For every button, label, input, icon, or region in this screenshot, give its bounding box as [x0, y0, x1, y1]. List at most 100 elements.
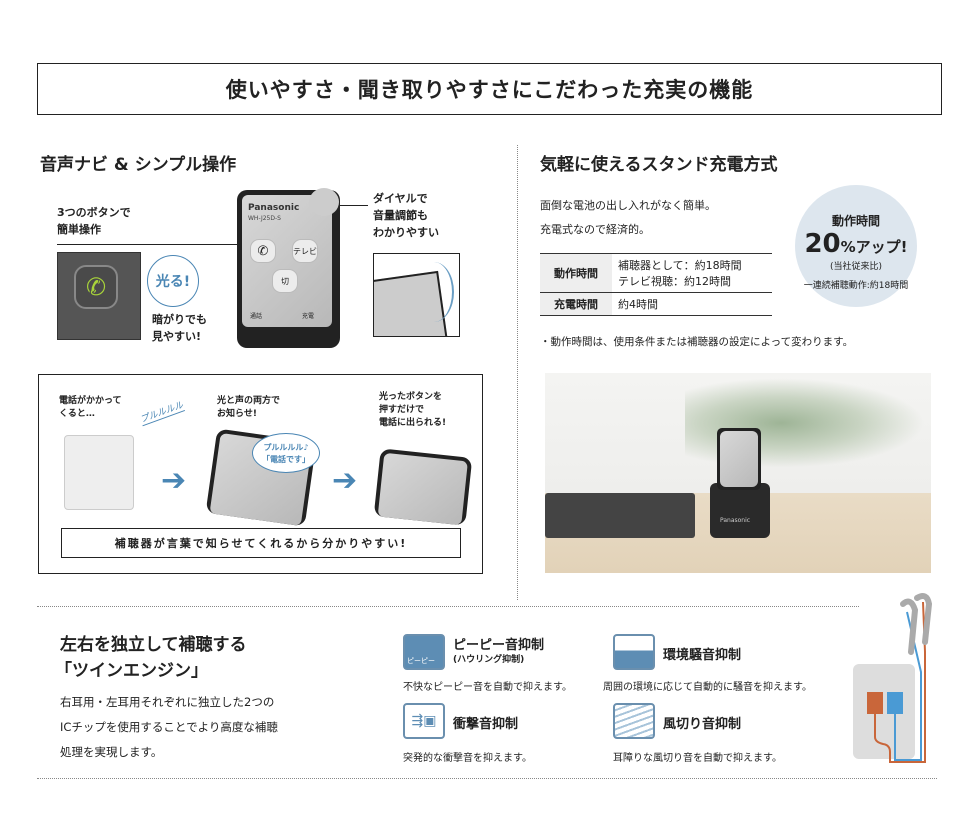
call-button[interactable]: ✆	[250, 239, 276, 263]
step2-caption: 光と声の両方で お知らせ!	[217, 395, 280, 421]
charging-title: 気軽に使えるスタンド充電方式	[540, 155, 778, 175]
volume-dial	[309, 188, 339, 216]
feature-title: 環境騒音抑制	[663, 648, 742, 663]
charging-stand-photo: Panasonic	[545, 373, 931, 573]
table-row: 充電時間 約4時間	[540, 292, 772, 316]
pointer-line	[340, 205, 368, 206]
device-press-image	[373, 448, 473, 526]
table-row: 動作時間 補聴器として：約18時間テレビ視聴：約12時間	[540, 253, 772, 293]
feature-desc: 周囲の環境に応じて自動的に騒音を抑えます。	[603, 682, 812, 693]
pointer-line	[57, 244, 262, 245]
beep-icon-text: ピーピー	[407, 657, 435, 665]
wind-icon	[613, 703, 655, 739]
caption-line: ダイヤルで	[373, 192, 428, 205]
desc-line: 充電式なので経済的。	[540, 223, 650, 236]
earpiece-icon	[914, 593, 933, 645]
caption-line: 光と声の両方で	[217, 396, 281, 406]
feature-impact: ⇶▣ 衝撃音抑制 突発的な衝撃音を抑えます。	[403, 703, 532, 764]
divider	[37, 606, 859, 607]
book	[545, 493, 695, 538]
impact-icon: ⇶▣	[403, 703, 445, 739]
ring-sound: プルルルル	[137, 397, 186, 427]
stand-brand: Panasonic	[720, 517, 751, 524]
caption-line: 見やすい!	[152, 330, 202, 343]
operation-time-badge	[795, 185, 917, 307]
summary-callout: 補聴器が言葉で知らせてくれるから分かりやすい!	[61, 528, 461, 558]
step3-caption: 光ったボタンを 押すだけで 電話に出られる!	[379, 391, 446, 430]
earpiece-icon	[900, 598, 919, 655]
caption-line: くると…	[59, 409, 95, 419]
row-value: 補聴器として：約18時間テレビ視聴：約12時間	[612, 253, 772, 293]
feature-title: ピーピー音抑制	[453, 638, 545, 653]
desc-line: 処理を実現します。	[60, 745, 163, 759]
tv-button[interactable]: テレビ	[292, 239, 318, 263]
feature-desc: 不快なピーピー音を自動で抑えます。	[403, 682, 572, 693]
off-button[interactable]: 切	[272, 269, 298, 293]
badge-line4: 一連続補聴動作:約18時間	[803, 281, 909, 291]
telephone-image	[64, 435, 134, 510]
badge-number: 20	[804, 229, 841, 259]
arrow-icon: ➔	[161, 463, 187, 498]
value-line: 補聴器として：約18時間	[618, 259, 742, 272]
twin-desc: 右耳用・左耳用それぞれに独立した2つの ICチップを使用することでより高度な補聴…	[60, 690, 278, 765]
row-label: 動作時間	[540, 253, 612, 293]
caption-line: 光ったボタンを	[379, 392, 443, 402]
caption-line: 押すだけで	[379, 405, 425, 415]
feature-title: 衝撃音抑制	[453, 717, 519, 732]
caption-line: 音量調節も	[373, 209, 428, 222]
right-cable	[874, 601, 926, 763]
caption-line: 簡単操作	[57, 223, 101, 236]
hearing-aid-device: Panasonic WH-J25D-S ✆ テレビ 切 通話 充電	[237, 188, 340, 348]
twin-title-1: 左右を独立して補聴する	[60, 635, 247, 655]
desc-line: 右耳用・左耳用それぞれに独立した2つの	[60, 695, 275, 709]
charging-note: ・動作時間は、使用条件または補聴器の設定によって変わります。	[540, 336, 854, 348]
glow-bubble: 光る!	[147, 255, 199, 307]
dial-zoom-photo	[373, 253, 460, 337]
caption-line: わかりやすい	[373, 226, 439, 239]
step1-caption: 電話がかかって くると…	[59, 395, 122, 421]
caption-line: お知らせ!	[217, 409, 257, 419]
call-story-box: 電話がかかって くると… プルルルル ➔ 光と声の両方で お知らせ! プルルルル…	[38, 374, 483, 574]
twin-engine-illustration	[853, 593, 933, 763]
device-model: WH-J25D-S	[248, 215, 281, 222]
badge-line1: 動作時間	[831, 214, 880, 228]
feature-wind: 風切り音抑制 耳障りな風切り音を自動で抑えます。	[613, 703, 782, 764]
right-chip	[867, 692, 883, 714]
divider	[37, 778, 937, 779]
row-label: 充電時間	[540, 292, 612, 316]
feature-env-noise: 環境騒音抑制 周囲の環境に応じて自動的に騒音を抑えます。	[603, 634, 812, 693]
caption-line: 暗がりでも	[152, 313, 207, 326]
dial-caption: ダイヤルで 音量調節も わかりやすい	[373, 190, 439, 241]
buttons-caption: 3つのボタンで 簡単操作	[57, 204, 131, 238]
feature-subtitle: (ハウリング抑制)	[453, 655, 525, 665]
rotate-arrow-icon	[414, 262, 454, 322]
charging-desc: 面倒な電池の出し入れがなく簡単。 充電式なので経済的。	[540, 194, 716, 242]
badge-text: 動作時間 20%アップ! (当社従来比) 一連続補聴動作:約18時間	[780, 212, 932, 291]
call-indicator-label: 通話	[250, 313, 263, 320]
beep-icon: ピーピー	[403, 634, 445, 670]
phone-icon: ✆	[74, 265, 118, 309]
caption-line: 電話に出られる!	[379, 418, 447, 428]
arrow-icon: ➔	[332, 463, 358, 498]
charge-indicator-label: 充電	[302, 313, 315, 320]
spec-table: 動作時間 補聴器として：約18時間テレビ視聴：約12時間 充電時間 約4時間	[540, 253, 772, 316]
left-cable	[894, 611, 922, 761]
feature-desc: 突発的な衝撃音を抑えます。	[403, 753, 532, 764]
device-brand: Panasonic	[248, 203, 300, 213]
car-noise-icon	[613, 634, 655, 670]
desc-line: ICチップを使用することでより高度な補聴	[60, 720, 278, 734]
row-value: 約4時間	[612, 292, 772, 316]
desc-line: 面倒な電池の出し入れがなく簡単。	[540, 199, 716, 212]
feature-desc: 耳障りな風切り音を自動で抑えます。	[613, 753, 782, 764]
dark-button-photo: ✆	[57, 252, 141, 340]
device-in-stand	[717, 428, 761, 490]
left-chip	[887, 692, 903, 714]
voice-bubble: プルルルル♪ 「電話です」	[252, 433, 320, 473]
feature-beep: ピーピー ピーピー音抑制 (ハウリング抑制) 不快なピーピー音を自動で抑えます。	[403, 634, 572, 693]
bubble-line: 「電話です」	[262, 455, 310, 464]
value-line: テレビ視聴：約12時間	[618, 275, 731, 288]
feature-title: 風切り音抑制	[663, 717, 742, 732]
bubble-line: プルルルル♪	[263, 443, 309, 452]
page-title: 使いやすさ・聞き取りやすさにこだわった充実の機能	[37, 63, 942, 115]
divider	[517, 145, 518, 600]
